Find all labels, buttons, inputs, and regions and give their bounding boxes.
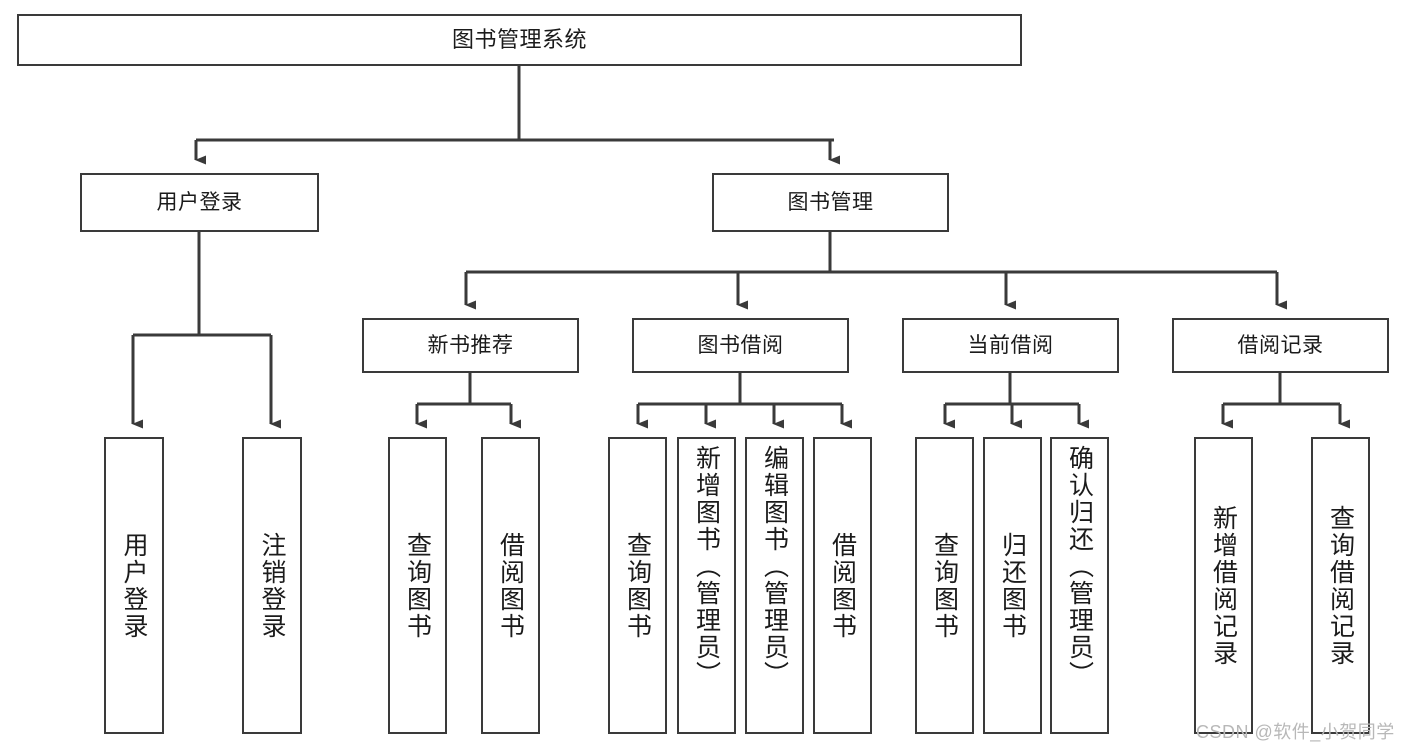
node-user-login[interactable]: 用户登录 bbox=[80, 173, 319, 232]
leaf-user-logout[interactable]: 注销登录 bbox=[242, 437, 302, 734]
leaf-user-login[interactable]: 用户登录 bbox=[104, 437, 164, 734]
node-book-borrow[interactable]: 图书借阅 bbox=[632, 318, 849, 373]
node-new-book-recommend[interactable]: 新书推荐 bbox=[362, 318, 579, 373]
leaf-query-book-recommend[interactable]: 查询图书 bbox=[388, 437, 447, 734]
leaf-return-book[interactable]: 归还图书 bbox=[983, 437, 1042, 734]
leaf-query-book-borrow[interactable]: 查询图书 bbox=[608, 437, 667, 734]
leaf-add-book-admin[interactable]: 新增图书（管理员） bbox=[677, 437, 736, 734]
node-book-manage[interactable]: 图书管理 bbox=[712, 173, 949, 232]
node-root[interactable]: 图书管理系统 bbox=[17, 14, 1022, 66]
node-borrow-record[interactable]: 借阅记录 bbox=[1172, 318, 1389, 373]
leaf-query-borrow-record[interactable]: 查询借阅记录 bbox=[1311, 437, 1370, 734]
node-current-borrow[interactable]: 当前借阅 bbox=[902, 318, 1119, 373]
leaf-borrow-book-recommend[interactable]: 借阅图书 bbox=[481, 437, 540, 734]
leaf-add-borrow-record[interactable]: 新增借阅记录 bbox=[1194, 437, 1253, 734]
leaf-query-book-current[interactable]: 查询图书 bbox=[915, 437, 974, 734]
leaf-confirm-return-admin[interactable]: 确认归还（管理员） bbox=[1050, 437, 1109, 734]
leaf-borrow-book[interactable]: 借阅图书 bbox=[813, 437, 872, 734]
csdn-watermark: CSDN @软件_小贺同学 bbox=[1196, 722, 1395, 742]
leaf-edit-book-admin[interactable]: 编辑图书（管理员） bbox=[745, 437, 804, 734]
